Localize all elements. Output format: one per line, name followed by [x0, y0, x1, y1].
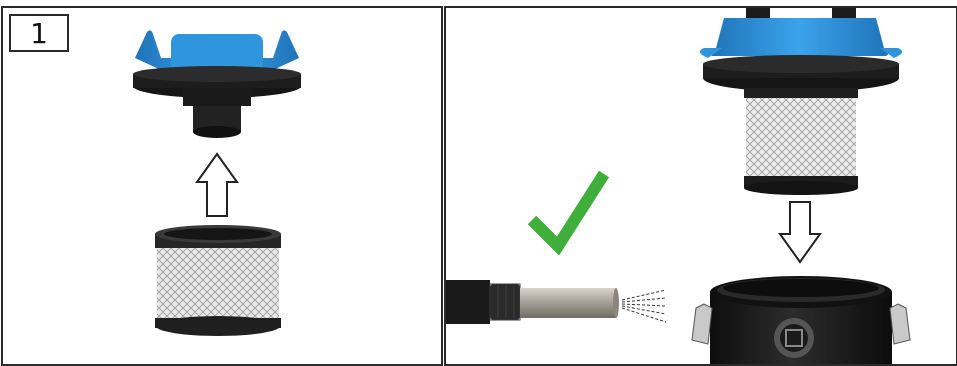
checkmark-icon	[532, 174, 604, 246]
hose-nozzle-icon	[446, 280, 619, 324]
cartridge-filter-icon	[155, 225, 281, 336]
panel-step-1: 1	[1, 6, 443, 366]
air-spray-icon	[622, 290, 666, 322]
container-drum-icon	[692, 276, 910, 366]
arrow-up-icon	[197, 154, 237, 216]
panel-2-illustration	[446, 8, 957, 366]
lid-with-filter-icon	[700, 8, 902, 195]
arrow-down-icon	[780, 202, 820, 262]
panel-1-illustration	[3, 8, 443, 366]
panel-step-2	[444, 6, 957, 366]
lid-with-adapter-icon	[133, 30, 301, 138]
